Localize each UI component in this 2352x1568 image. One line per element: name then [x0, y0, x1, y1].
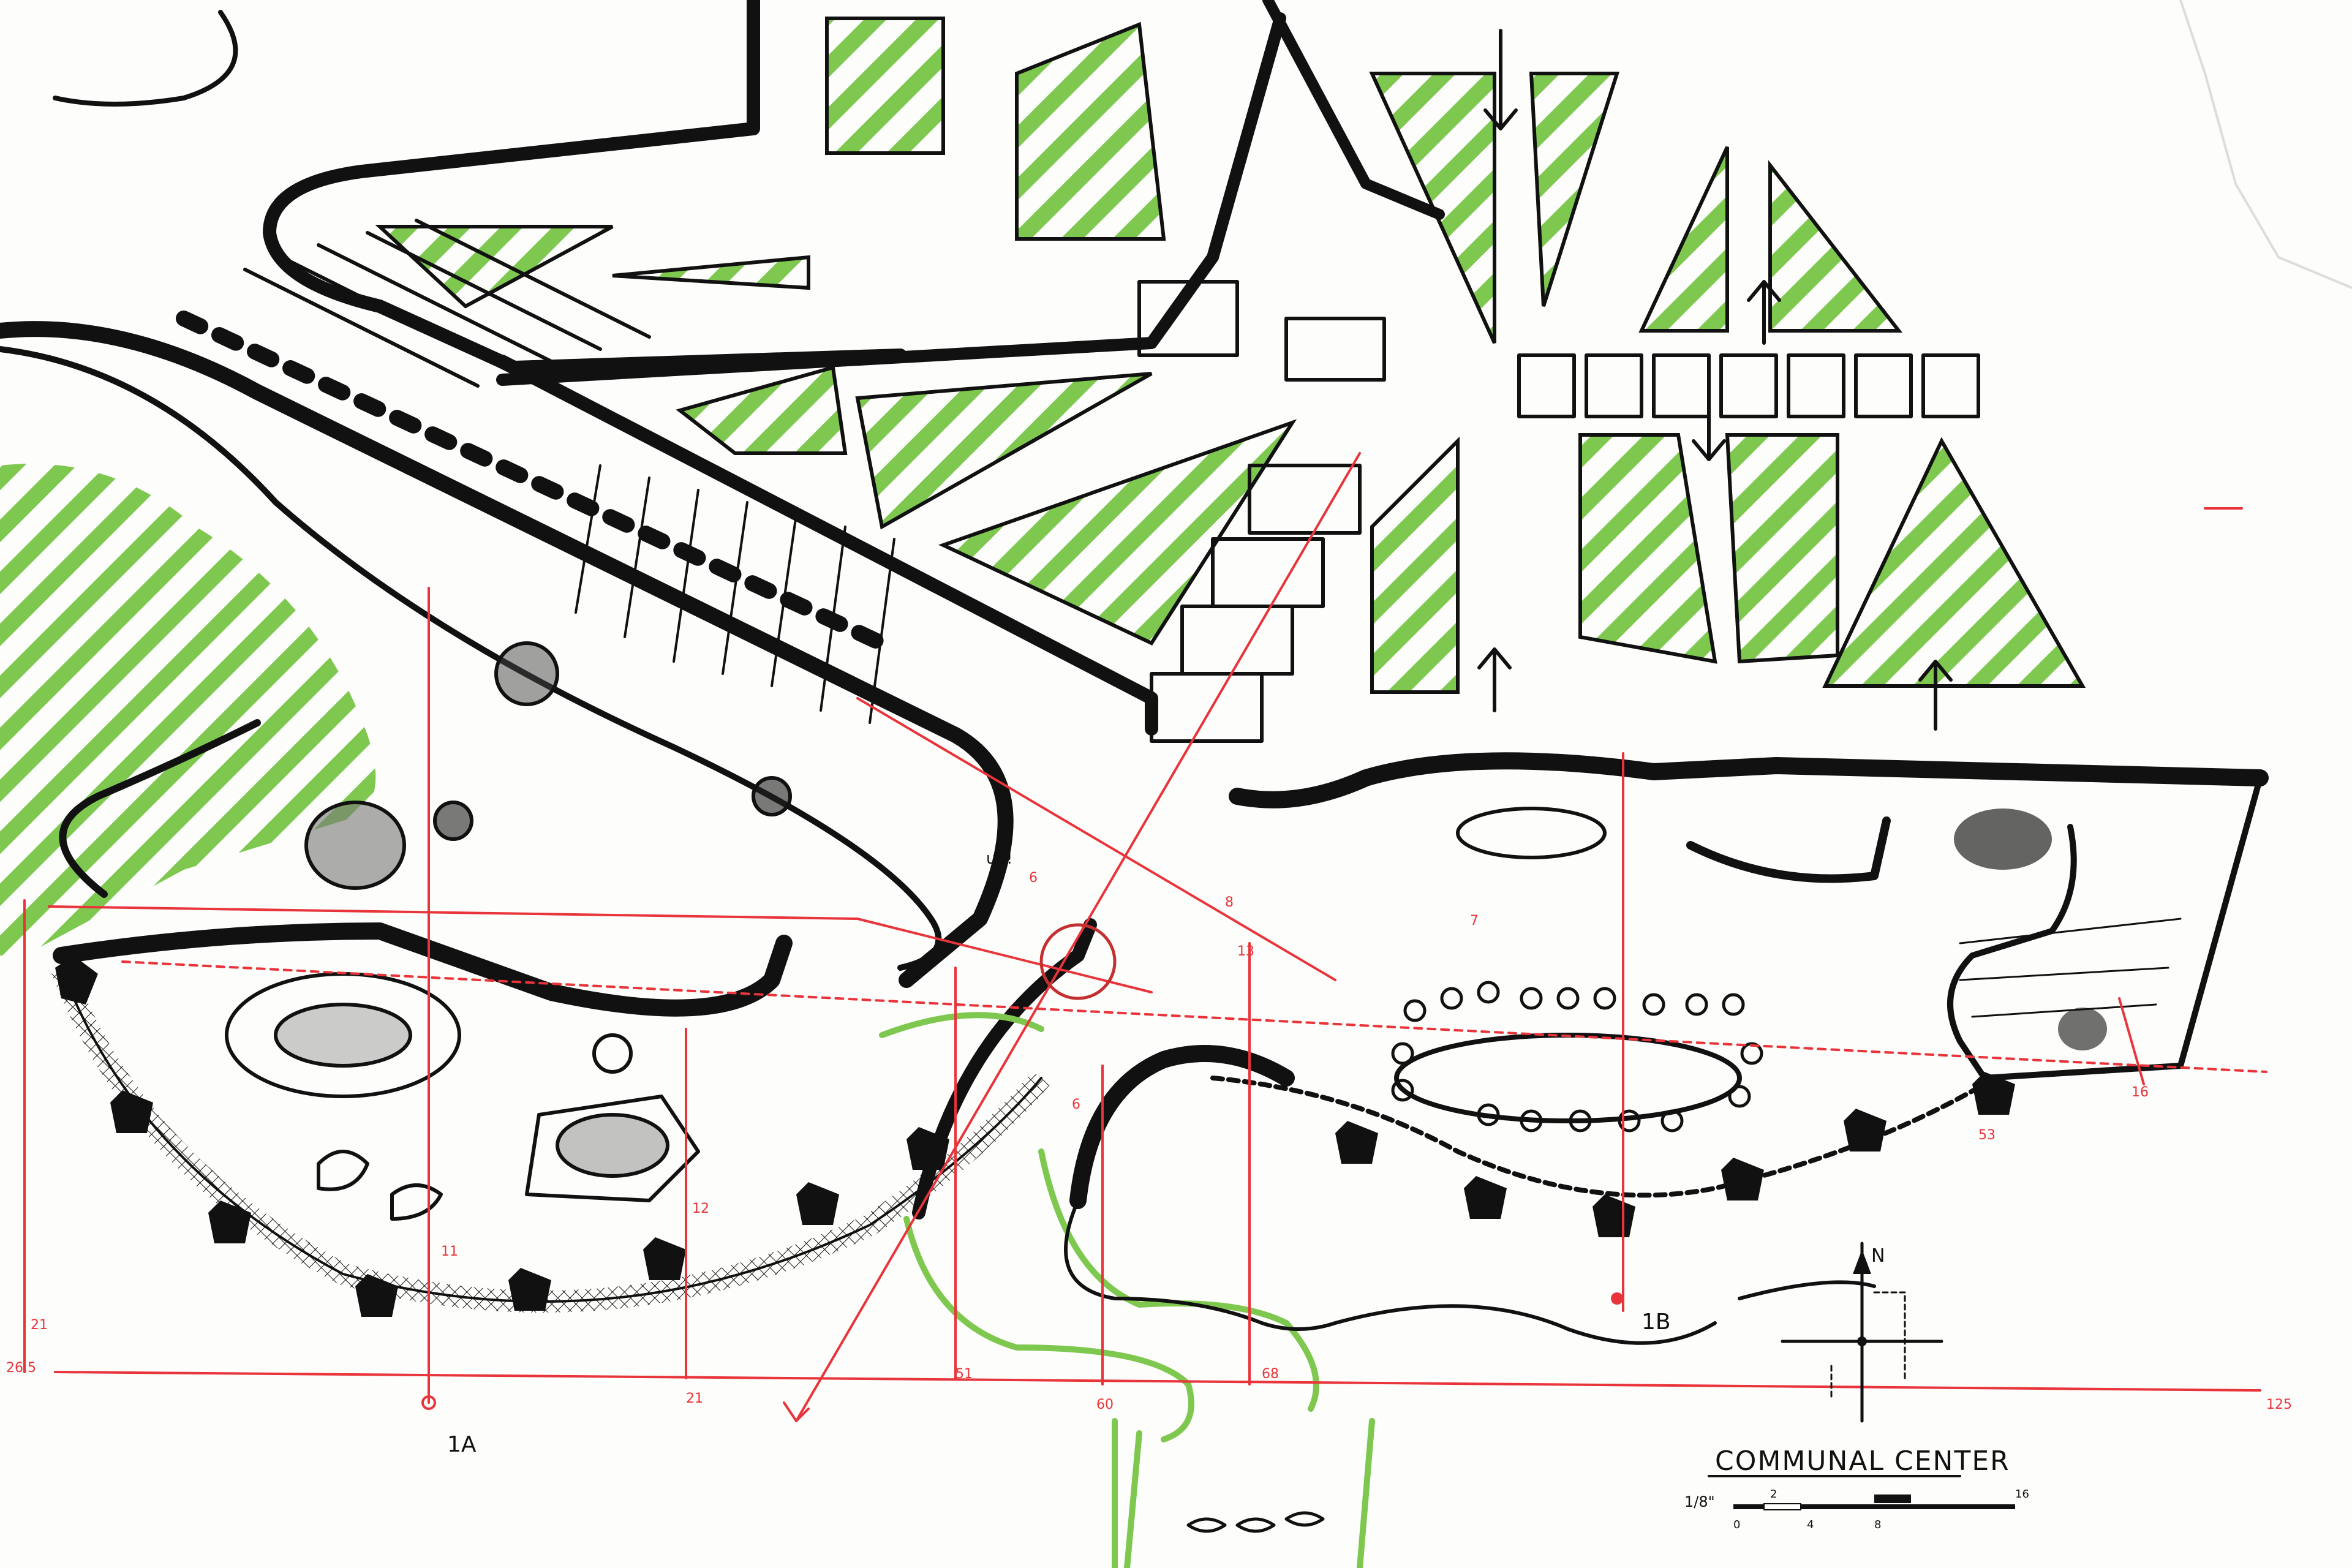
- section-mark-1a: 1A: [447, 1432, 477, 1457]
- green-path-bottom: [879, 1012, 1375, 1568]
- dim-51: 51: [956, 1366, 973, 1382]
- green-landscape-left: [0, 464, 376, 956]
- section-marks: 1A 1B: [421, 1292, 1671, 1457]
- dimension-labels: 51 60 68 125 21 26.5 21 11 12 6 6 13 53 …: [6, 870, 2292, 1412]
- plan-mark-16: 16: [2132, 1085, 2149, 1100]
- dim-21-left: 21: [31, 1317, 48, 1333]
- seating-circles: [1391, 981, 1763, 1133]
- interior-features-left: [225, 641, 792, 1221]
- plan-mark-6-upper: 6: [1029, 870, 1038, 886]
- plan-mark-8: 8: [1225, 895, 1234, 910]
- north-label: N: [1871, 1245, 1885, 1267]
- column-diamonds-left: [55, 956, 949, 1317]
- red-loop-mark: [1039, 923, 1117, 1000]
- dim-68: 68: [1262, 1366, 1279, 1382]
- column-diamonds-right: [1335, 1072, 2015, 1237]
- stepping-stones: [1186, 1511, 1325, 1533]
- direction-arrows: [1477, 29, 1953, 731]
- plan-mark-11: 11: [441, 1244, 458, 1259]
- scale-tick-8: 8: [1874, 1518, 1881, 1531]
- plan-mark-53: 53: [1978, 1128, 1996, 1143]
- title-block: COMMUNAL CENTER 1/8" 0 2 4 8 16: [1684, 1446, 2029, 1531]
- plan-mark-12: 12: [692, 1201, 709, 1216]
- section-mark-1b: 1B: [1642, 1310, 1671, 1335]
- red-dimension-lines: [23, 452, 2267, 1422]
- drawing-title: COMMUNAL CENTER: [1715, 1446, 2010, 1477]
- green-triangle-planters: [375, 17, 2086, 694]
- torn-paper-edge: [2179, 0, 2352, 289]
- scale-tick-4: 4: [1807, 1518, 1814, 1531]
- curved-path-stroke: [53, 10, 238, 107]
- organic-path-outline: [1064, 1199, 1717, 1345]
- central-grid-squares: [1137, 280, 1980, 743]
- scale-label: 1/8": [1684, 1493, 1715, 1510]
- dim-60: 60: [1096, 1397, 1114, 1412]
- plan-mark-7: 7: [1470, 913, 1479, 929]
- up-note: up!: [986, 850, 1012, 868]
- north-arrow: N: [1781, 1242, 1943, 1423]
- plan-mark-6-lower: 6: [1072, 1097, 1080, 1112]
- scale-tick-0: 0: [1733, 1518, 1740, 1531]
- scale-tick-2: 2: [1770, 1488, 1777, 1501]
- plan-mark-13: 13: [1237, 944, 1254, 959]
- dim-21: 21: [686, 1391, 703, 1406]
- dim-26-5: 26.5: [6, 1360, 36, 1376]
- dim-125: 125: [2266, 1397, 2292, 1412]
- scale-tick-16: 16: [2015, 1488, 2029, 1501]
- site-walls-top: [263, 0, 1445, 386]
